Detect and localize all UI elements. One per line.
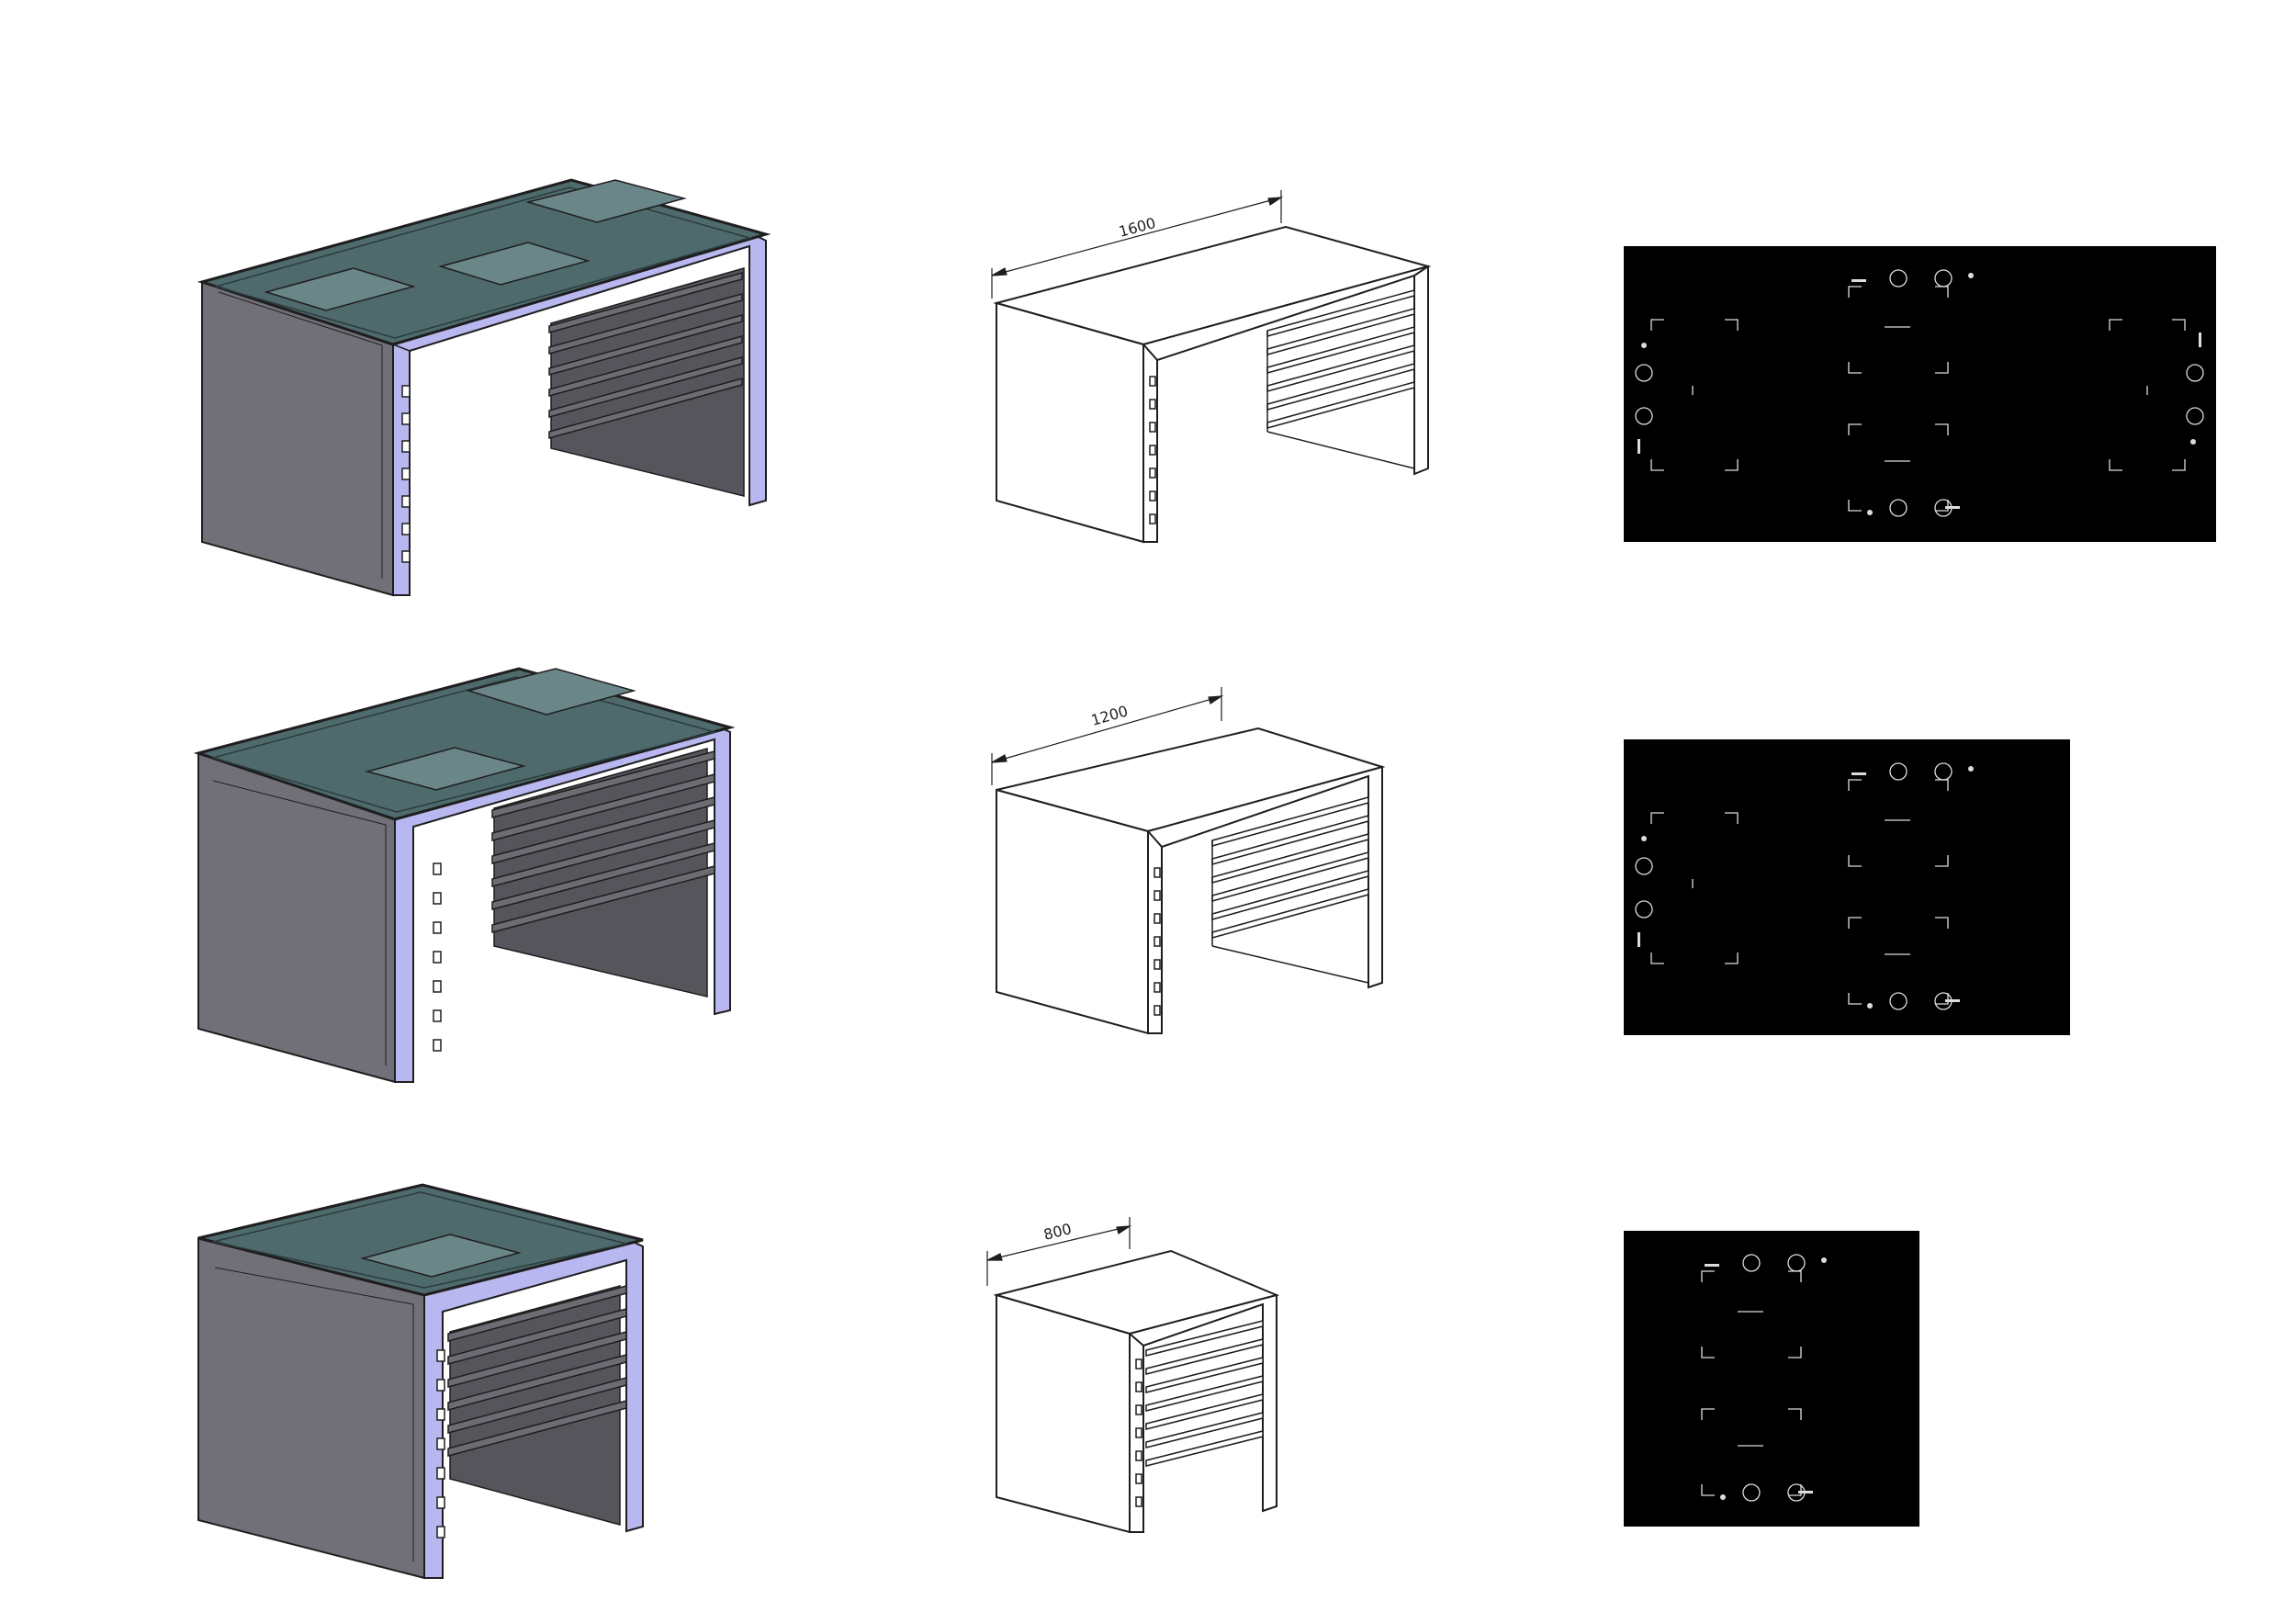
row-1600: 1600 [0,0,2296,643]
circle-icon [1934,762,1953,781]
circle-icon [1889,499,1908,517]
circle-icon [1934,269,1953,287]
glass-zone-1 [264,267,416,311]
plan-bracket-center-top [1848,286,1949,374]
glass-zone-2 [438,242,591,286]
plan-bracket-center-bottom [1701,1408,1802,1496]
render-glass-top [197,1183,644,1297]
glass-zone-3 [525,179,687,223]
render-notches [436,1349,445,1538]
circle-icon [1635,407,1653,425]
dimension-line-1600 [991,190,1284,299]
plan-bracket-center-bottom [1848,423,1949,512]
plan-bracket-center-top [1701,1270,1802,1358]
desk-render-1200 [193,667,736,1084]
desk-lineart-1600: 1600 [991,190,1432,544]
dimension-line-1200 [991,687,1224,785]
lineart-slats [1145,1320,1264,1467]
row-1200: 1200 [193,667,2070,1084]
circle-icon [2186,407,2204,425]
plan-view-1600 [1624,246,2216,542]
render-left-panel [197,1236,425,1580]
render-slats [491,748,715,997]
lineart-notches [1135,1358,1142,1507]
circle-icon [1787,1254,1806,1272]
circle-icon [1742,1483,1761,1502]
plan-bracket-center-top [1848,779,1949,867]
render-glass-top [197,178,771,346]
dimension-line-800 [986,1217,1132,1286]
glass-zone-1 [360,1234,522,1278]
render-slats [447,1285,627,1526]
lineart-notches [1149,376,1156,524]
circle-icon [1889,269,1908,287]
desk-render-800 [197,1183,644,1580]
circle-icon [1742,1254,1761,1272]
desk-lineart-1200: 1200 [991,687,1386,1035]
circle-icon [1889,762,1908,781]
plan-bracket-right [2109,319,2186,471]
lineart-notches [1154,867,1161,1016]
dimension-label-800: 800 [1041,1220,1073,1244]
render-notches [401,385,411,563]
render-front-frame [423,1238,644,1579]
plan-view-800 [1624,1231,1919,1527]
circle-icon [1635,857,1653,875]
circle-icon [2186,364,2204,382]
circle-icon [1889,992,1908,1010]
plan-bracket-left [1650,812,1739,964]
lineart-slats [1211,796,1369,984]
circle-icon [1635,364,1653,382]
desk-render-1600 [197,178,771,597]
plan-bracket-left [1650,319,1739,471]
desk-lineart-800: 800 [986,1217,1280,1534]
lineart-slats [1266,289,1415,469]
render-slats [548,267,745,497]
glass-zone-1 [365,747,526,791]
circle-icon [1635,900,1653,919]
render-notches [433,862,442,1052]
render-glass-top [193,667,736,821]
glass-zone-2 [466,668,636,716]
plan-bracket-center-bottom [1848,917,1949,1005]
plan-view-1200 [1624,739,2070,1035]
